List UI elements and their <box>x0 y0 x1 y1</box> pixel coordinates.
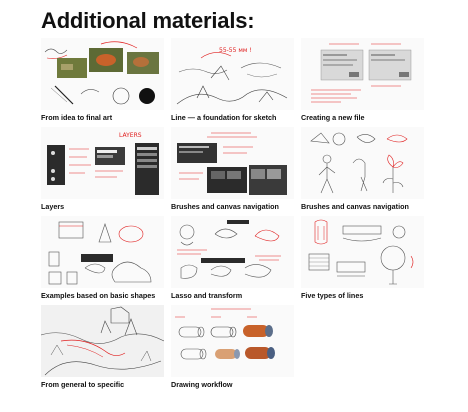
material-card-five-line-types[interactable]: Five types of lines <box>301 216 424 305</box>
material-card-line-foundation[interactable]: 55-55 мм ! Line — a foundation for sketc… <box>171 38 294 127</box>
material-title[interactable]: Brushes and canvas navigation <box>301 202 409 211</box>
material-title[interactable]: Line — a foundation for sketch <box>171 113 277 122</box>
material-card-brushes-navigation-2[interactable]: Brushes and canvas navigation <box>301 127 424 216</box>
material-thumbnail[interactable] <box>301 127 424 199</box>
material-card-brushes-navigation-1[interactable]: Brushes and canvas navigation <box>171 127 294 216</box>
page-title: Additional materials: <box>41 8 255 33</box>
svg-text:55-55 мм !: 55-55 мм ! <box>219 47 252 54</box>
material-thumbnail[interactable]: LAYERS <box>41 127 164 199</box>
material-card-basic-shapes[interactable]: Examples based on basic shapes <box>41 216 164 305</box>
material-thumbnail[interactable] <box>41 305 164 377</box>
material-thumbnail[interactable] <box>41 216 164 288</box>
material-card-layers[interactable]: LAYERS Layers <box>41 127 164 216</box>
material-thumbnail[interactable] <box>301 38 424 110</box>
material-thumbnail[interactable] <box>171 305 294 377</box>
material-card-lasso-transform[interactable]: Lasso and transform <box>171 216 294 305</box>
material-title[interactable]: Layers <box>41 202 65 211</box>
material-title[interactable]: Lasso and transform <box>171 291 243 300</box>
material-title[interactable]: From idea to final art <box>41 113 113 122</box>
material-title[interactable]: Examples based on basic shapes <box>41 291 156 300</box>
material-title[interactable]: Five types of lines <box>301 291 364 300</box>
material-thumbnail[interactable] <box>301 216 424 288</box>
material-title[interactable]: From general to specific <box>41 380 125 389</box>
svg-text:LAYERS: LAYERS <box>119 132 142 139</box>
material-thumbnail[interactable] <box>171 127 294 199</box>
material-thumbnail[interactable] <box>41 38 164 110</box>
materials-grid: From idea to final art 55-55 мм ! Line —… <box>41 38 425 394</box>
material-title[interactable]: Drawing workflow <box>171 380 233 389</box>
material-thumbnail[interactable]: 55-55 мм ! <box>171 38 294 110</box>
material-title[interactable]: Creating a new file <box>301 113 365 122</box>
material-title[interactable]: Brushes and canvas navigation <box>171 202 279 211</box>
material-card-general-to-specific[interactable]: From general to specific <box>41 305 164 394</box>
material-card-drawing-workflow[interactable]: Drawing workflow <box>171 305 294 394</box>
material-card-creating-new-file[interactable]: Creating a new file <box>301 38 424 127</box>
material-card-idea-to-final-art[interactable]: From idea to final art <box>41 38 164 127</box>
material-thumbnail[interactable] <box>171 216 294 288</box>
